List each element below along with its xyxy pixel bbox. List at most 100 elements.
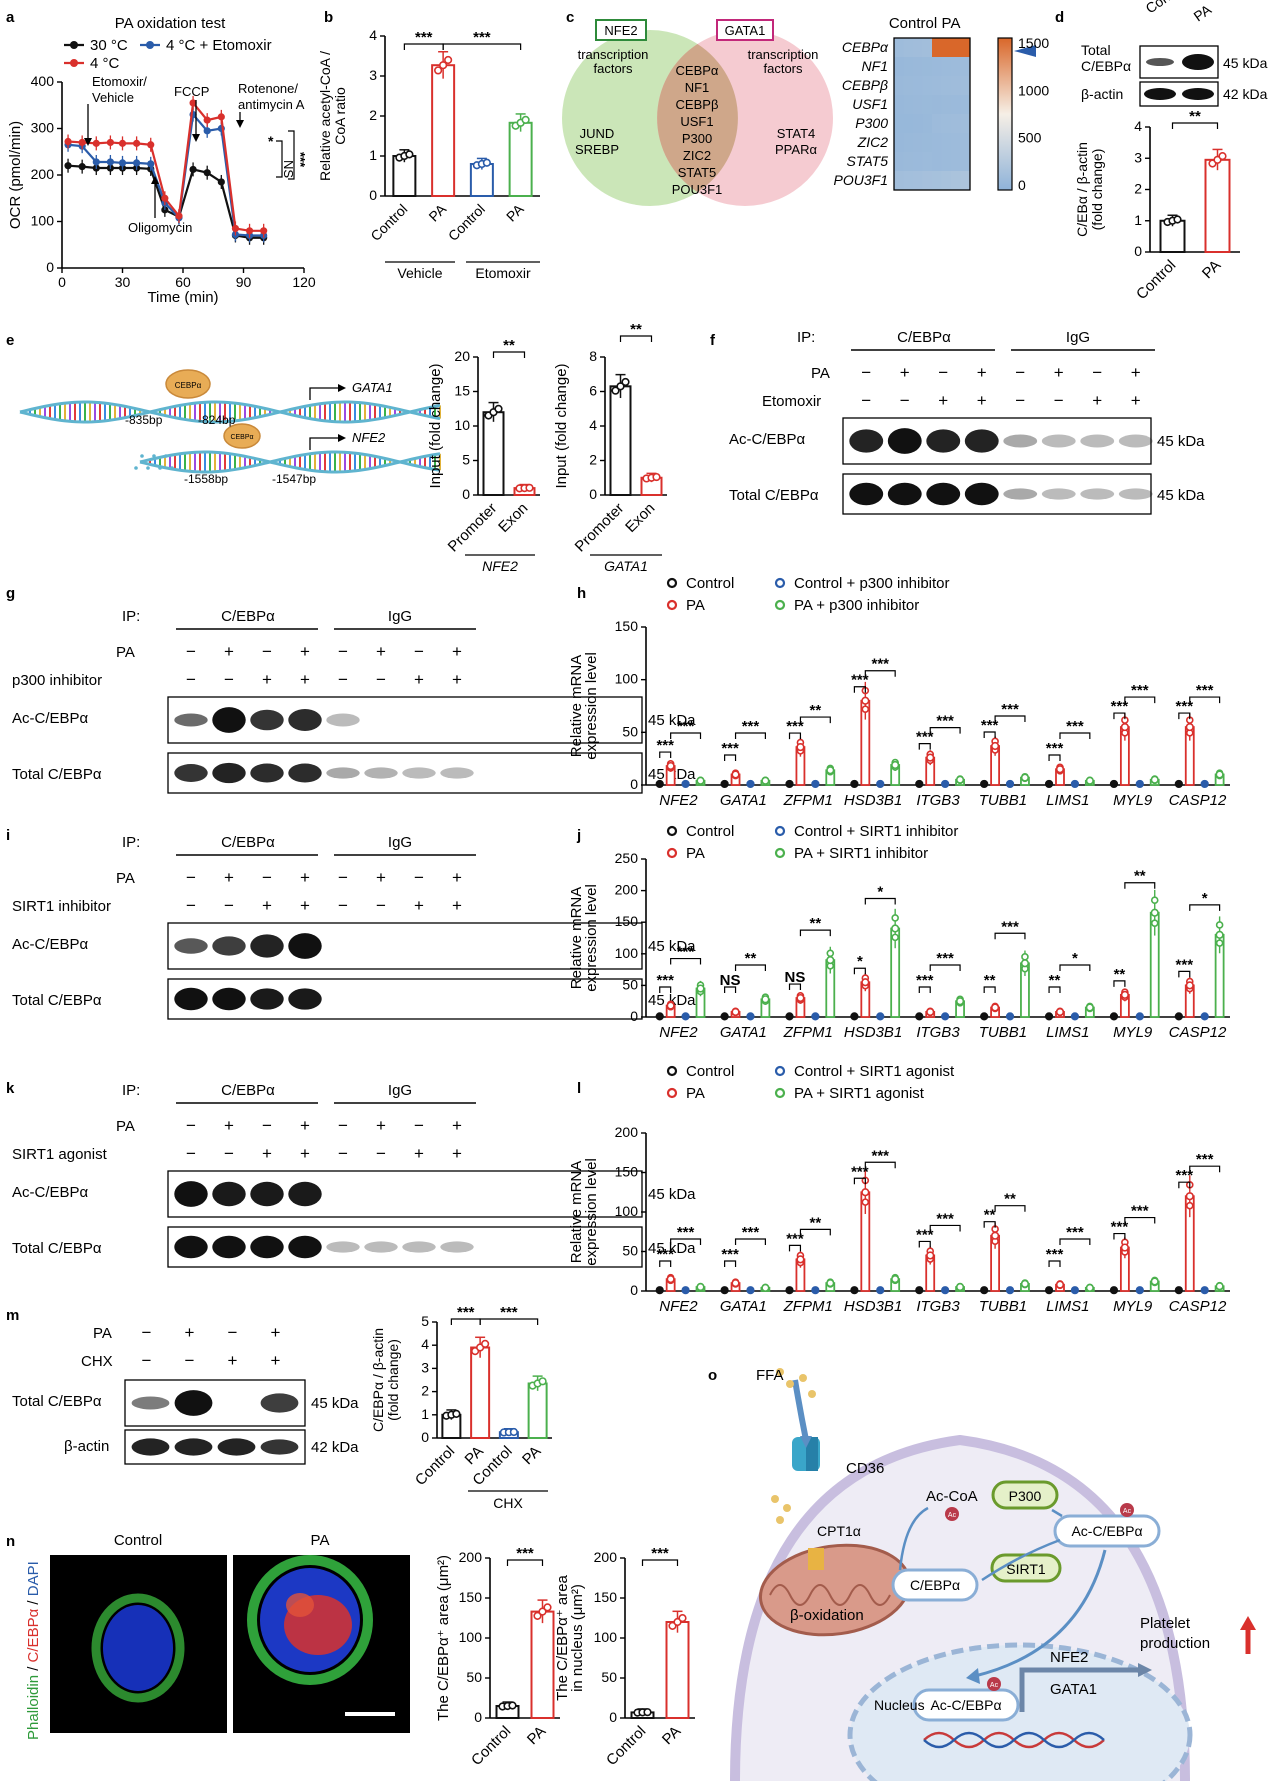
x-tick-label: NFE2 [659, 1298, 698, 1315]
blot-band [1041, 488, 1076, 500]
arrow-oligomycin-head [151, 176, 159, 184]
legend-label: 30 °C [90, 37, 128, 54]
data-point [1044, 1286, 1054, 1295]
sig-label: NS [720, 972, 741, 989]
heatmap-cell [894, 57, 904, 77]
image-label-pa: PA [311, 1532, 330, 1549]
x-tick-label: ZFPM1 [783, 1298, 833, 1315]
heatmap-cell [913, 38, 923, 58]
dna-schematic: CEBPαCEBPαGATA1NFE2-835bp-824bp-1558bp-1… [19, 369, 441, 486]
pa-sign: + [1131, 363, 1141, 382]
heatmap-cell [903, 57, 914, 77]
bar [431, 64, 456, 197]
heatmap-cell [941, 38, 952, 58]
blot-box-total [167, 1226, 643, 1268]
data-point [876, 1012, 885, 1021]
x-tick-label: HSD3B1 [844, 792, 902, 809]
heatmap-cell [941, 171, 952, 191]
data-point [861, 696, 870, 705]
treatment-sign: − [376, 896, 386, 915]
acetyl-mark [987, 1677, 1001, 1691]
row-ac-cebpa: Ac-C/EBPα [729, 431, 806, 448]
data-point [1020, 1279, 1030, 1288]
sig-label: * [877, 884, 883, 901]
data-point [1150, 896, 1159, 905]
data-point [1150, 908, 1159, 917]
kda-label: 45 kDa [311, 1395, 359, 1412]
blot-band [1003, 434, 1038, 448]
row-actin: β-actin [1081, 86, 1123, 102]
heatmap-cell [951, 76, 961, 96]
heatmap-cell [894, 152, 904, 172]
treatment-sign: + [414, 1144, 424, 1163]
data-point [1120, 722, 1129, 732]
heatmap-cell [903, 114, 914, 134]
data-point [92, 139, 100, 147]
heatmap-cell [932, 57, 942, 77]
ip-igg: IgG [1066, 329, 1090, 346]
heatmap-cell [913, 76, 923, 96]
pa-sign: + [452, 868, 462, 887]
blot-band [849, 429, 884, 453]
sig-bracket [1048, 754, 1061, 761]
pa-sign: + [300, 1116, 310, 1135]
panel-letter-d: d [1055, 9, 1064, 26]
arrow-into-nucleus-head [966, 1668, 980, 1684]
data-point [611, 386, 620, 395]
group-label-vehicle: Vehicle [397, 265, 442, 281]
heatmap-row-label: USF1 [852, 96, 888, 112]
data-point [746, 1012, 755, 1021]
x-tick-label: PA [519, 1443, 544, 1468]
data-point [1005, 1286, 1015, 1295]
sig-bracket [479, 1318, 539, 1325]
cebpa-protein [165, 369, 211, 399]
row-ac-cebpa: Ac-C/EBPα [12, 710, 89, 727]
label-ac-cebpa: Ac-C/EBPα [1071, 1523, 1142, 1539]
row-cebpa: C/EBPα [1081, 58, 1131, 74]
heatmap-cell [903, 171, 914, 191]
data-point [1055, 765, 1065, 774]
blot-box-total [167, 752, 643, 794]
legend-label: PA + SIRT1 inhibitor [794, 845, 928, 862]
data-point [1005, 1012, 1015, 1021]
venn-overlap [657, 44, 738, 192]
heatmap-cell [941, 152, 952, 172]
y-tick-label: 150 [615, 913, 639, 929]
data-point [1085, 776, 1094, 785]
heatmap-cell [960, 114, 971, 134]
data-point [616, 382, 625, 391]
bar [530, 1610, 555, 1719]
data-point [926, 1251, 935, 1260]
heatmap-cell [894, 171, 904, 191]
data-point [720, 1012, 729, 1021]
y-tick-label: 100 [615, 671, 639, 687]
legend-marker [666, 599, 678, 611]
blot-band [288, 933, 322, 959]
blot-band [174, 987, 208, 1011]
pa-cell-membrane [247, 1555, 373, 1685]
heatmap-col-label: Control [889, 15, 937, 32]
blot-band [174, 1235, 208, 1259]
sig-ns: NS [281, 160, 296, 178]
data-point [106, 138, 114, 147]
chx-sign: − [185, 1351, 195, 1370]
panel-letter-i: i [6, 827, 10, 844]
treatment-sign: − [338, 670, 348, 689]
legend-marker [774, 1065, 786, 1077]
kda-label: 45 kDa [1157, 433, 1205, 450]
data-point [1135, 1012, 1144, 1021]
venn-overlap-item: CEBPβ [676, 97, 719, 112]
treatment-sign: + [300, 670, 310, 689]
sig-label: *** [936, 1210, 954, 1227]
data-point [1185, 1192, 1194, 1201]
y-tick-label: 4 [421, 1336, 429, 1352]
data-point [678, 1614, 687, 1623]
sig-label: *** [851, 672, 869, 689]
heatmap-cell [941, 76, 952, 96]
heatmap-cell [941, 95, 952, 115]
